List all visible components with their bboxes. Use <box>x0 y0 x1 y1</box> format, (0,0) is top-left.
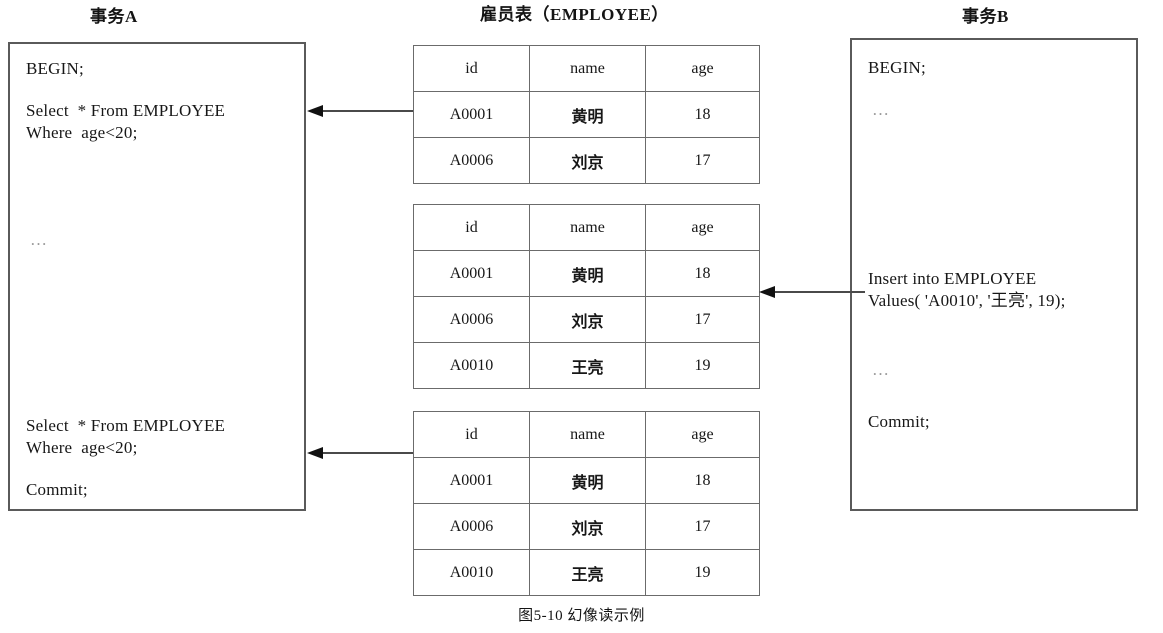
txn-b-insert-statement: Insert into EMPLOYEE Values( 'A0010', '王… <box>868 269 1066 310</box>
cell-name: 黄明 <box>529 457 646 504</box>
txn-a-begin-statement: BEGIN; <box>26 59 84 78</box>
cell-age: 17 <box>645 503 760 550</box>
cell-id: A0006 <box>413 296 530 343</box>
cell-id: A0010 <box>413 342 530 389</box>
cell-name: 王亮 <box>529 549 646 596</box>
column-header-name: name <box>529 411 646 458</box>
txn-b-ellipsis-first: … <box>872 100 891 119</box>
txn-b-begin-statement: BEGIN; <box>868 58 926 77</box>
column-header-name: name <box>529 204 646 251</box>
cell-id: A0001 <box>413 91 530 138</box>
transaction-b-box <box>850 38 1138 511</box>
cell-age: 19 <box>645 549 760 596</box>
column-header-id: id <box>413 204 530 251</box>
cell-age: 17 <box>645 137 760 184</box>
txn-a-ellipsis: … <box>30 230 49 249</box>
column-header-id: id <box>413 411 530 458</box>
column-header-id: id <box>413 45 530 92</box>
column-header-age: age <box>645 204 760 251</box>
cell-name: 王亮 <box>529 342 646 389</box>
cell-id: A0006 <box>413 137 530 184</box>
cell-id: A0006 <box>413 503 530 550</box>
cell-name: 刘京 <box>529 296 646 343</box>
txn-b-ellipsis-second: … <box>872 360 891 379</box>
transaction-a-box <box>8 42 306 511</box>
employee-table-title: 雇员表（EMPLOYEE） <box>480 5 669 24</box>
figure-caption: 图5-10 幻像读示例 <box>518 608 645 624</box>
cell-age: 18 <box>645 91 760 138</box>
txn-b-commit-statement: Commit; <box>868 412 930 431</box>
column-header-age: age <box>645 411 760 458</box>
arrow-table3-to-txn-a <box>307 447 413 459</box>
txn-a-first-select-statement: Select * From EMPLOYEE Where age<20; <box>26 101 226 142</box>
cell-age: 18 <box>645 250 760 297</box>
txn-a-commit-statement: Commit; <box>26 480 88 499</box>
cell-name: 黄明 <box>529 250 646 297</box>
cell-id: A0001 <box>413 250 530 297</box>
cell-age: 18 <box>645 457 760 504</box>
cell-name: 刘京 <box>529 137 646 184</box>
transaction-a-title: 事务A <box>90 7 138 26</box>
arrow-txn-b-to-table2 <box>759 286 865 298</box>
cell-id: A0010 <box>413 549 530 596</box>
cell-name: 刘京 <box>529 503 646 550</box>
transaction-b-title: 事务B <box>962 7 1009 26</box>
cell-age: 19 <box>645 342 760 389</box>
cell-name: 黄明 <box>529 91 646 138</box>
txn-a-second-select-statement: Select * From EMPLOYEE Where age<20; <box>26 416 226 457</box>
arrow-table1-to-txn-a <box>307 105 413 117</box>
column-header-name: name <box>529 45 646 92</box>
cell-id: A0001 <box>413 457 530 504</box>
cell-age: 17 <box>645 296 760 343</box>
column-header-age: age <box>645 45 760 92</box>
